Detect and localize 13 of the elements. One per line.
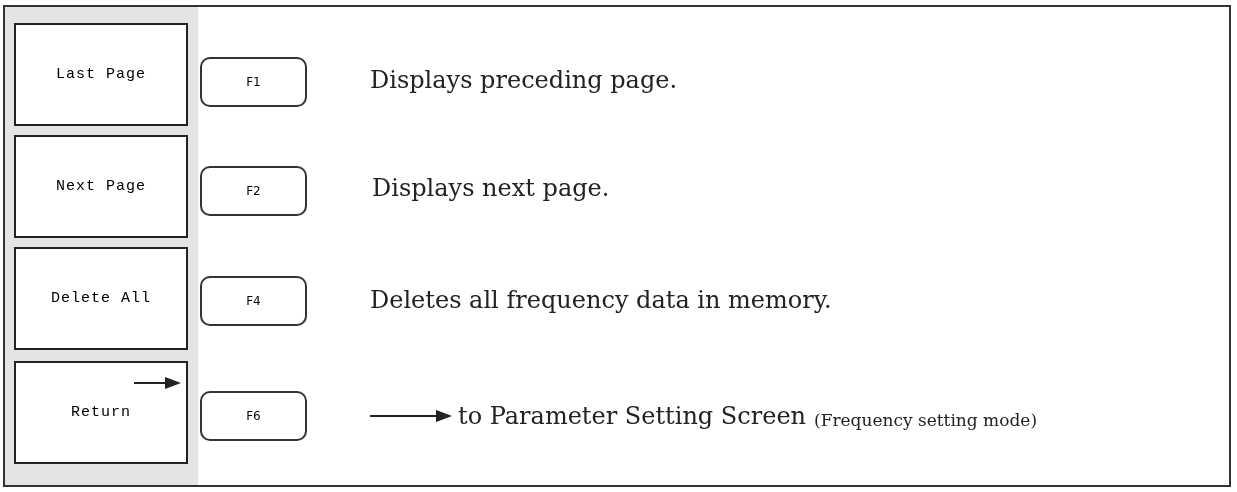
soft-key-box: Next Page [14, 135, 188, 238]
description-text: Displays next page. [372, 174, 610, 202]
function-key: F4 [200, 276, 307, 326]
description-text: Displays preceding page. [370, 66, 678, 94]
function-key: F6 [200, 391, 307, 441]
soft-key-box: Last Page [14, 23, 188, 126]
description-text: to Parameter Setting Screen [458, 402, 807, 430]
function-key: F1 [200, 57, 307, 107]
description-text: Deletes all frequency data in memory. [370, 286, 832, 314]
function-key: F2 [200, 166, 307, 216]
soft-key-box: Delete All [14, 247, 188, 350]
mode-note: (Frequency setting mode) [814, 410, 1038, 430]
soft-key-box: Return [14, 361, 188, 464]
